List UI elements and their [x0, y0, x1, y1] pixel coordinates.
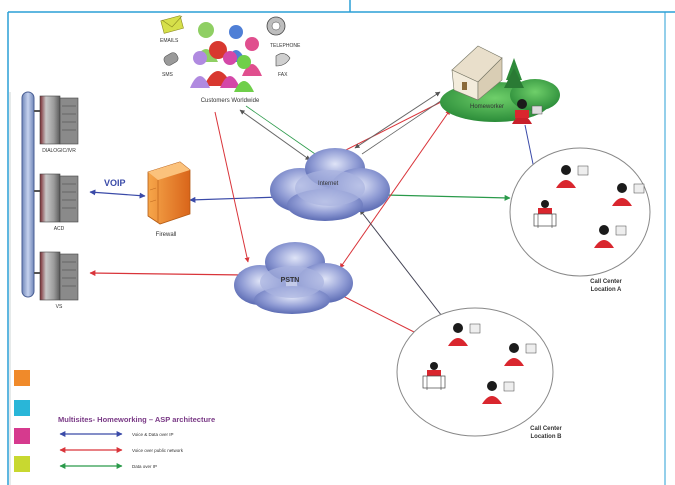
- agent-icon: [504, 343, 537, 366]
- link-internet-location-b: [359, 209, 446, 321]
- emails-label: EMAILS: [160, 38, 179, 44]
- location-a-line2: Location A: [591, 287, 622, 293]
- frame: [7, 0, 675, 485]
- sms-icon: [163, 52, 179, 66]
- legend-title: Multisites- Homeworking – ASP architectu…: [58, 415, 215, 424]
- link-customers-pstn: [214, 111, 250, 263]
- legend: Multisites- Homeworking – ASP architectu…: [58, 415, 215, 469]
- swatch-cyan: [14, 400, 30, 416]
- fax-label: FAX: [278, 72, 288, 78]
- people-icon: [190, 22, 262, 92]
- server-middle: ACD: [34, 173, 79, 232]
- agent-icon: [612, 183, 645, 206]
- call-center-location-a: Call Center Location A: [509, 147, 651, 293]
- homeworker-label: Homeworker: [470, 104, 504, 110]
- swatch-magenta: [14, 428, 30, 444]
- server-bottom: VS: [34, 251, 79, 310]
- voip-label: VOIP: [104, 178, 126, 188]
- location-b-line1: Call Center: [530, 426, 562, 432]
- agent-icon: [594, 225, 627, 248]
- supervisor-desk-icon: [533, 200, 557, 228]
- link-homeworker-internet: [354, 91, 441, 149]
- customers-group: EMAILS SMS TELEPHONE FAX Customers World…: [160, 15, 301, 104]
- call-center-location-b: Call Center Location B: [396, 307, 563, 440]
- server-top-label: DIALOGIC/IVR: [42, 148, 76, 154]
- agent-icon: [448, 323, 481, 346]
- pstn-cloud: PSTN: [234, 242, 353, 314]
- house-icon: [451, 45, 503, 101]
- supervisor-desk-icon: [422, 362, 446, 390]
- link-internet-location-a: [384, 194, 511, 201]
- firewall-label: Firewall: [156, 232, 177, 238]
- telephone-label: TELEPHONE: [270, 43, 301, 49]
- internet-cloud: Internet: [270, 148, 390, 221]
- link-homeworker-internet-2: [361, 95, 449, 155]
- swatch-orange: [14, 370, 30, 386]
- internet-label: Internet: [318, 181, 339, 187]
- pstn-label: PSTN: [281, 277, 300, 284]
- link-homeworker-internet-red: [329, 99, 446, 159]
- telephone-icon: [266, 16, 286, 36]
- homeworker-agent-icon: [512, 99, 543, 124]
- agent-icon: [556, 165, 589, 188]
- link-pstn-vs: [89, 270, 246, 278]
- location-b-line2: Location B: [531, 434, 563, 440]
- link-pstn-location-b: [334, 291, 421, 336]
- link-customers-internet: [239, 109, 311, 161]
- legend-text-voice-public: Voice over public network: [132, 448, 184, 453]
- tree-icon: [504, 58, 524, 88]
- link-customers-internet-green: [245, 105, 319, 157]
- customers-label: Customers Worldwide: [201, 98, 260, 104]
- location-a-line1: Call Center: [590, 279, 622, 285]
- link-internet-firewall: [189, 194, 281, 203]
- server-middle-label: ACD: [54, 226, 65, 232]
- side-swatches: [14, 370, 30, 472]
- server-bottom-label: VS: [56, 304, 63, 310]
- homeworker-group: Homeworker: [440, 45, 560, 124]
- firewall: Firewall: [147, 161, 191, 238]
- link-firewall-acd: [89, 189, 146, 199]
- sms-label: SMS: [162, 72, 174, 78]
- fax-icon: [275, 53, 291, 67]
- email-icon: [160, 15, 184, 34]
- server-top: DIALOGIC/IVR: [34, 95, 79, 154]
- agent-icon: [482, 381, 515, 404]
- server-bus: [9, 91, 35, 485]
- legend-text-data: Data over IP: [132, 464, 157, 469]
- links: [89, 91, 542, 336]
- legend-text-voice-data: Voice & Data over IP: [132, 432, 174, 437]
- swatch-lime: [14, 456, 30, 472]
